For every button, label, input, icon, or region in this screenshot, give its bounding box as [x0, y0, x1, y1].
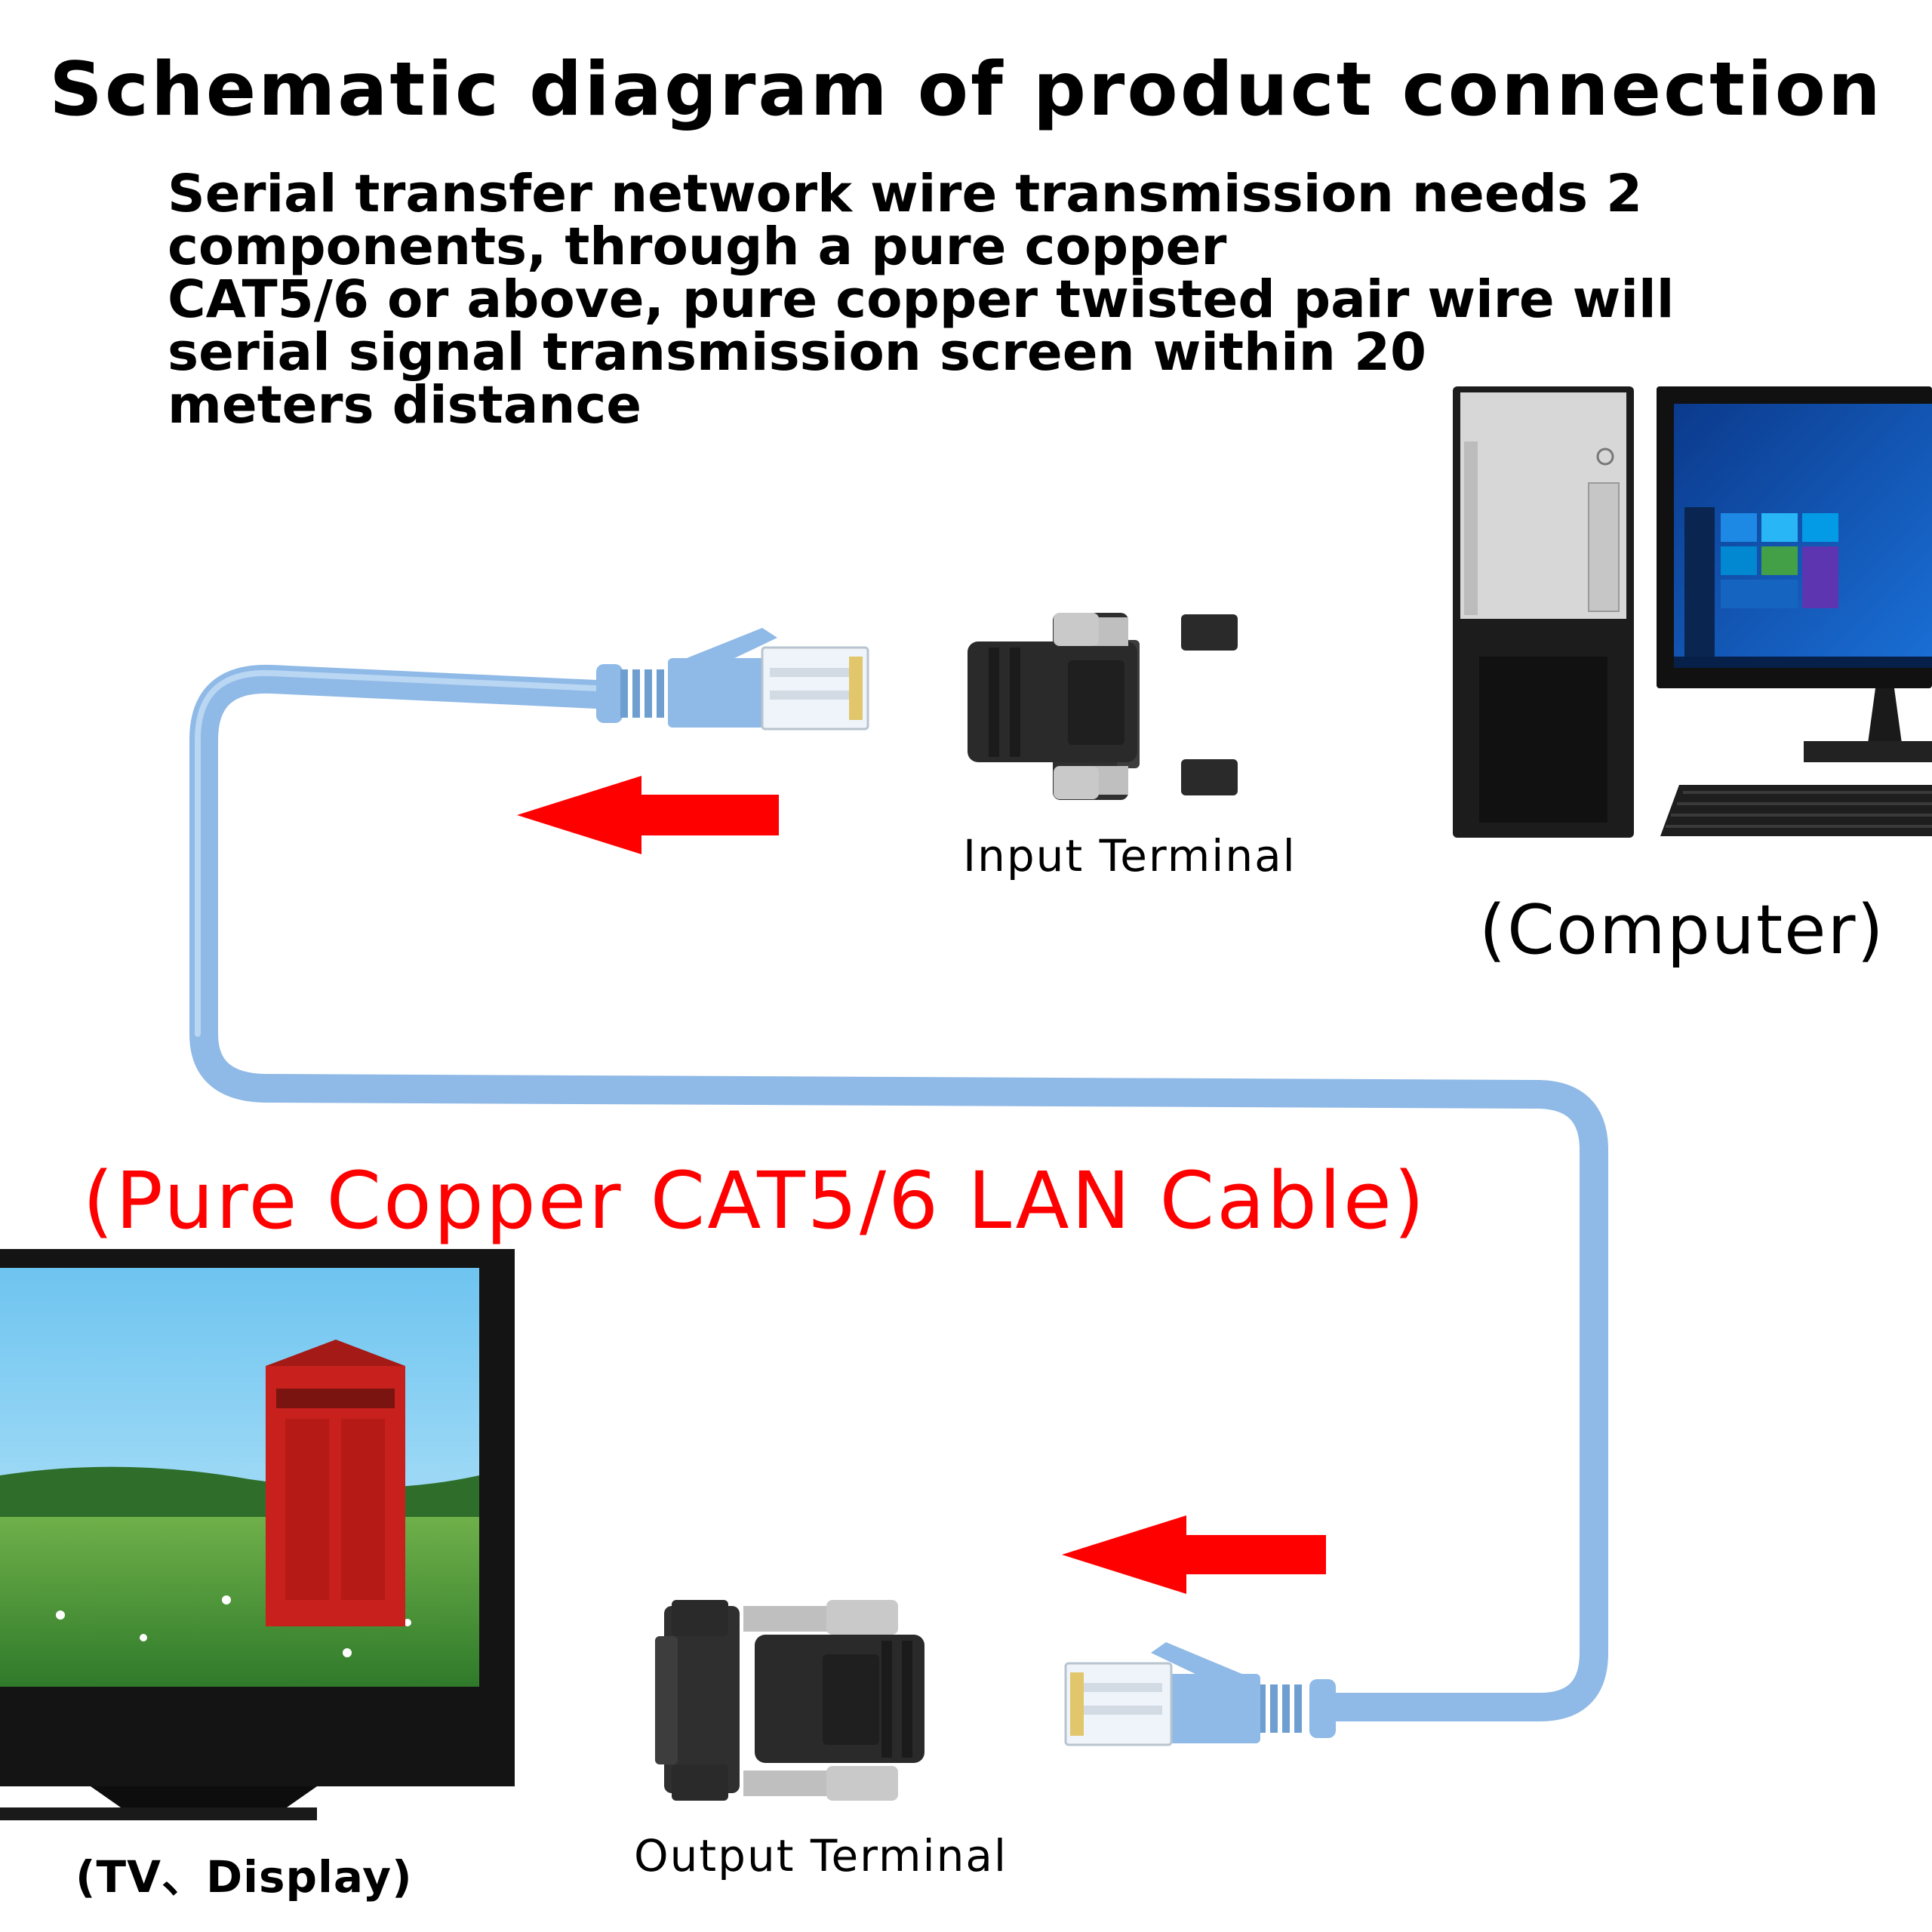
page-title: Schematic diagram of product connection [49, 47, 1883, 133]
arrow-left-icon [517, 776, 779, 854]
cable-label: (Pure Copper CAT5/6 LAN Cable) [82, 1155, 1427, 1247]
keyboard-icon [1660, 785, 1932, 836]
computer-label: (Computer) [1479, 891, 1885, 970]
rj45-plug-icon [1064, 1642, 1336, 1746]
description: Serial transfer network wire transmissio… [168, 168, 1903, 432]
rj45-plug-icon [596, 628, 869, 731]
description-line: CAT5/6 or above, pure copper twisted pai… [168, 269, 1675, 330]
monitor-icon [1657, 386, 1932, 762]
description-line: components, through a pure copper [168, 217, 1227, 277]
tv-label: (TV、Display) [75, 1851, 413, 1903]
description-line: meters distance [168, 375, 642, 435]
lan-cable-highlight [195, 669, 599, 1037]
arrow-left-icon [1062, 1515, 1326, 1594]
description-line: Serial transfer network wire transmissio… [168, 164, 1643, 224]
lan-cable [189, 664, 1608, 1721]
tv-icon [0, 1249, 515, 1820]
db9-adapter-icon [655, 1600, 924, 1801]
output-terminal-label: Output Terminal [634, 1830, 1008, 1881]
description-line: serial signal transmission screen within… [168, 322, 1426, 383]
computer-tower-icon [1453, 386, 1634, 838]
input-terminal-label: Input Terminal [963, 830, 1297, 881]
db9-adapter-icon [968, 613, 1238, 800]
